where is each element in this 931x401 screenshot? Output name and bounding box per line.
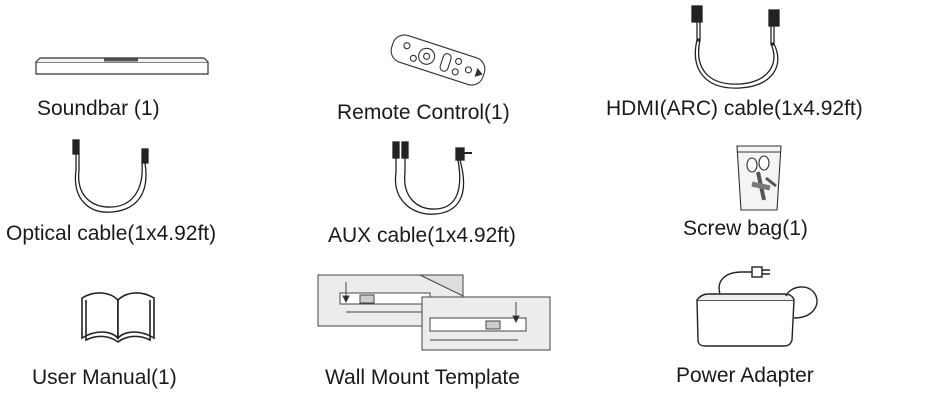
user-manual-label: User Manual(1) bbox=[32, 366, 177, 389]
wall-template-label: Wall Mount Template bbox=[325, 366, 520, 389]
aux-cable-label: AUX cable(1x4.92ft) bbox=[328, 224, 516, 247]
soundbar-label: Soundbar (1) bbox=[37, 97, 160, 120]
optical-cable-label: Optical cable(1x4.92ft) bbox=[6, 222, 217, 245]
screw-bag-label: Screw bag(1) bbox=[683, 217, 808, 240]
remote-control-label: Remote Control(1) bbox=[337, 101, 510, 124]
hdmi-cable-label: HDMI(ARC) cable(1x4.92ft) bbox=[606, 97, 863, 120]
power-adapter-label: Power Adapter bbox=[676, 364, 814, 387]
